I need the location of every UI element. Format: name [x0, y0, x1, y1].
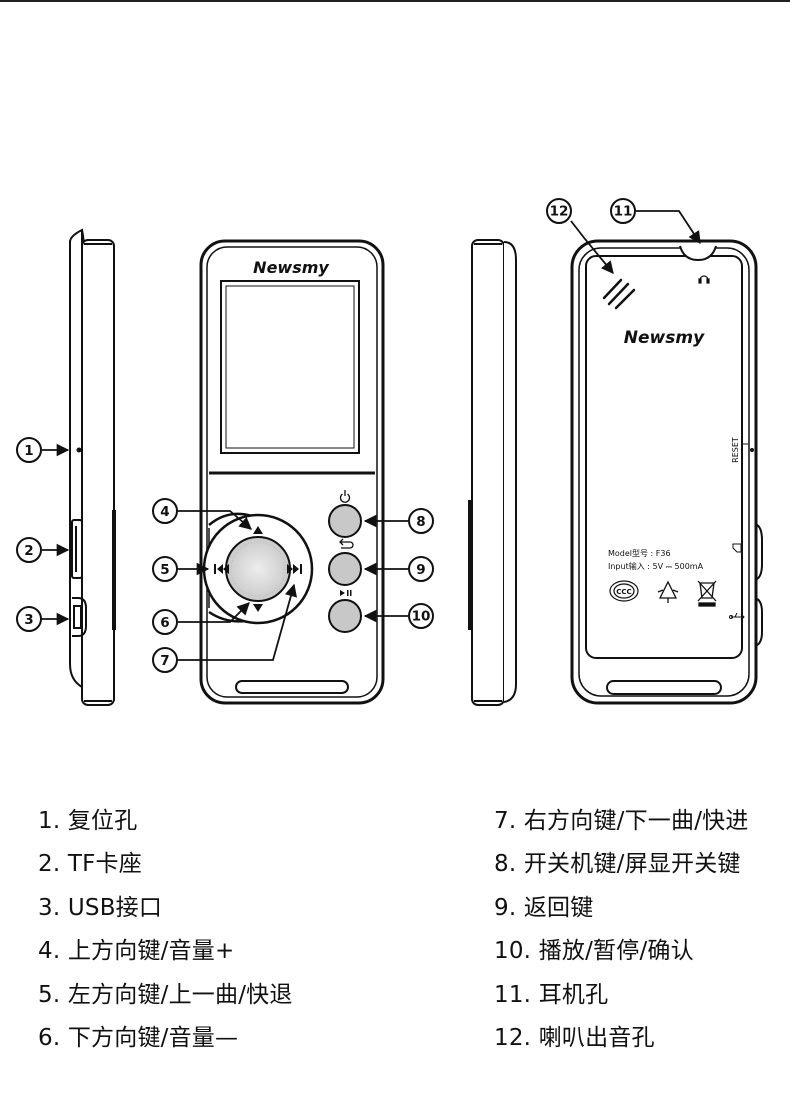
power-icon	[339, 490, 351, 503]
callouts: 1 2 3 4 5 6 7 8 9 10 11 12	[16, 198, 636, 673]
reset-hole	[76, 447, 82, 453]
callout-1: 1	[16, 437, 42, 463]
back-bottom-slot	[606, 680, 722, 695]
return-icon	[339, 538, 354, 549]
recycle-icon	[657, 580, 679, 603]
legend-item: 1. 复位孔	[38, 808, 138, 834]
legend-item: 6. 下方向键/音量—	[38, 1024, 239, 1051]
legend-left: 1. 复位孔 2. TF卡座 3. USB接口 4. 上方向键/音量+ 5. 左…	[38, 800, 293, 1060]
back-button[interactable]	[328, 552, 362, 586]
callout-6: 6	[152, 609, 178, 635]
svg-text:11: 11	[614, 204, 633, 220]
callout-9: 9	[408, 556, 434, 582]
ccc-mark-icon: CCC	[609, 580, 639, 602]
play-pause-icon	[340, 590, 352, 596]
svg-text:7: 7	[160, 653, 169, 669]
legend-item: 4. 上方向键/音量+	[38, 938, 235, 965]
legend-item: 5. 左方向键/上一曲/快退	[38, 981, 293, 1008]
legend-item: 10. 播放/暂停/确认	[494, 938, 694, 965]
reset-label: RESET	[731, 437, 740, 463]
svg-text:4: 4	[160, 504, 169, 520]
front-brand-logo: Newsmy	[253, 258, 329, 277]
callout-8: 8	[408, 508, 434, 534]
right-side-view	[468, 239, 517, 706]
legend-item: 8. 开关机键/屏显开关键	[494, 851, 741, 878]
callout-5: 5	[152, 556, 178, 582]
callout-7: 7	[152, 647, 178, 673]
next-icon	[287, 564, 302, 574]
callout-3: 3	[16, 606, 42, 632]
svg-text:1: 1	[24, 443, 33, 459]
headphone-jack	[679, 245, 717, 262]
svg-text:2: 2	[24, 543, 33, 559]
prev-icon	[214, 564, 229, 574]
top-border-line	[0, 0, 790, 2]
speaker-grille	[602, 278, 636, 310]
svg-text:CCC: CCC	[616, 588, 631, 596]
input-line: Input输入 : 5V ⎓ 500mA	[608, 561, 704, 571]
left-side-view	[69, 228, 116, 706]
back-view: Newsmy RESET Model型号 : F36 Input输入 : 5V …	[570, 239, 763, 705]
legend-item: 3. USB接口	[38, 894, 163, 921]
power-button[interactable]	[328, 504, 362, 538]
leader-lines	[42, 210, 701, 661]
headphone-icon	[698, 275, 710, 284]
callout-4: 4	[152, 498, 178, 524]
legend-item: 7. 右方向键/下一曲/快进	[494, 808, 749, 834]
back-brand-logo: Newsmy	[624, 328, 705, 348]
legend-item: 9. 返回键	[494, 894, 594, 921]
svg-text:5: 5	[160, 562, 169, 578]
play-pause-button[interactable]	[328, 599, 362, 633]
legend-right: 7. 右方向键/下一曲/快进 8. 开关机键/屏显开关键 9. 返回键 10. …	[494, 800, 749, 1060]
svg-text:12: 12	[550, 204, 569, 220]
legend-item: 12. 喇叭出音孔	[494, 1024, 655, 1051]
usb-icon	[729, 612, 745, 621]
svg-text:6: 6	[160, 615, 169, 631]
legend-item: 2. TF卡座	[38, 851, 142, 878]
svg-text:8: 8	[416, 514, 425, 530]
screen	[220, 280, 360, 454]
player-diagram: Newsmy	[16, 198, 763, 706]
legend-item: 11. 耳机孔	[494, 981, 609, 1008]
callout-2: 2	[16, 537, 42, 563]
svg-text:10: 10	[412, 609, 431, 625]
weee-bin-icon	[697, 580, 717, 607]
up-arrow-icon	[253, 526, 263, 534]
center-button[interactable]	[225, 536, 291, 602]
tf-card-icon	[732, 543, 742, 553]
front-bottom-slot	[235, 680, 349, 694]
model-line: Model型号 : F36	[608, 549, 671, 558]
down-arrow-icon	[253, 604, 263, 612]
svg-text:9: 9	[416, 562, 425, 578]
callout-12: 12	[546, 198, 572, 224]
callout-10: 10	[408, 603, 434, 629]
callout-11: 11	[610, 198, 636, 224]
front-view: Newsmy	[199, 239, 385, 705]
svg-text:3: 3	[24, 612, 33, 628]
